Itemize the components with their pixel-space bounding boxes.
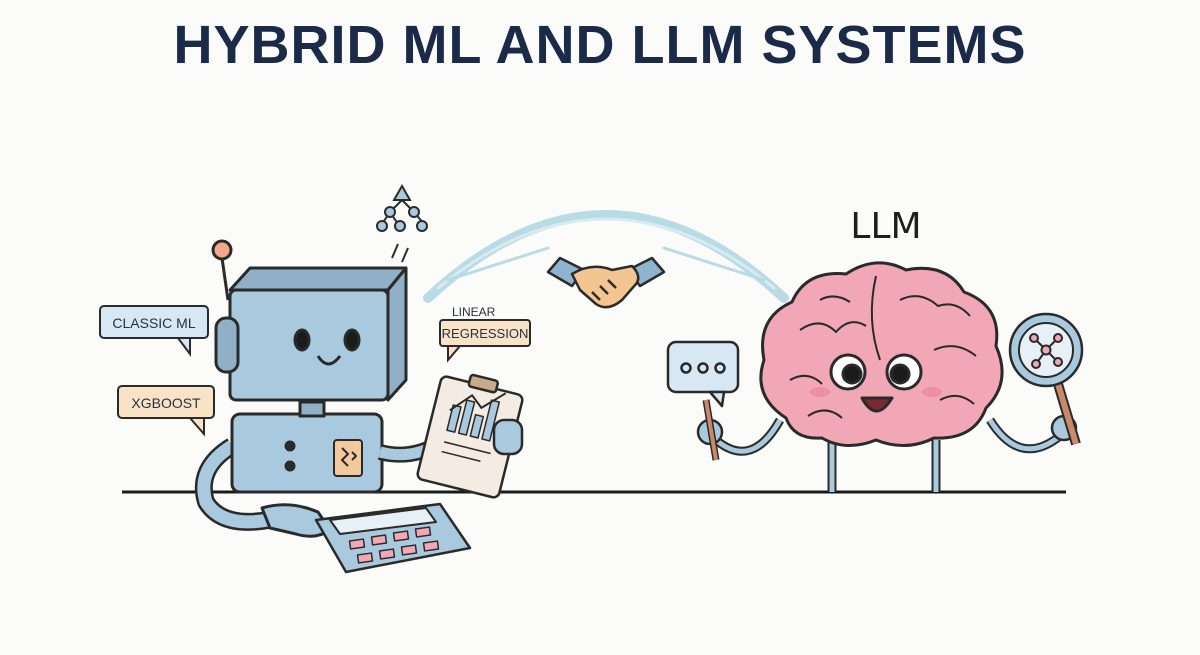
label-classic-ml: CLASSIC ML <box>99 305 209 357</box>
regression-text: REGRESSION <box>442 326 529 341</box>
network-icon <box>376 183 428 263</box>
label-xgboost: XGBOOST <box>117 385 215 437</box>
linear-text: LINEAR <box>452 305 496 319</box>
brain <box>696 261 1078 492</box>
xgboost-text: XGBOOST <box>131 395 201 411</box>
calculator-icon <box>314 502 472 574</box>
classic-ml-text: CLASSIC ML <box>112 315 195 331</box>
label-linear-regression: LINEAR REGRESSION <box>439 305 531 363</box>
robot <box>194 239 442 538</box>
llm-label: LLM <box>850 206 921 247</box>
bridge-arc <box>423 210 789 303</box>
chat-bubble-icon <box>666 340 740 461</box>
page-title: HYBRID ML AND LLM SYSTEMS <box>173 15 1027 75</box>
chart-clipboard-icon <box>416 373 524 499</box>
magnifier-network-icon <box>1008 312 1084 446</box>
handshake-icon <box>546 256 666 309</box>
